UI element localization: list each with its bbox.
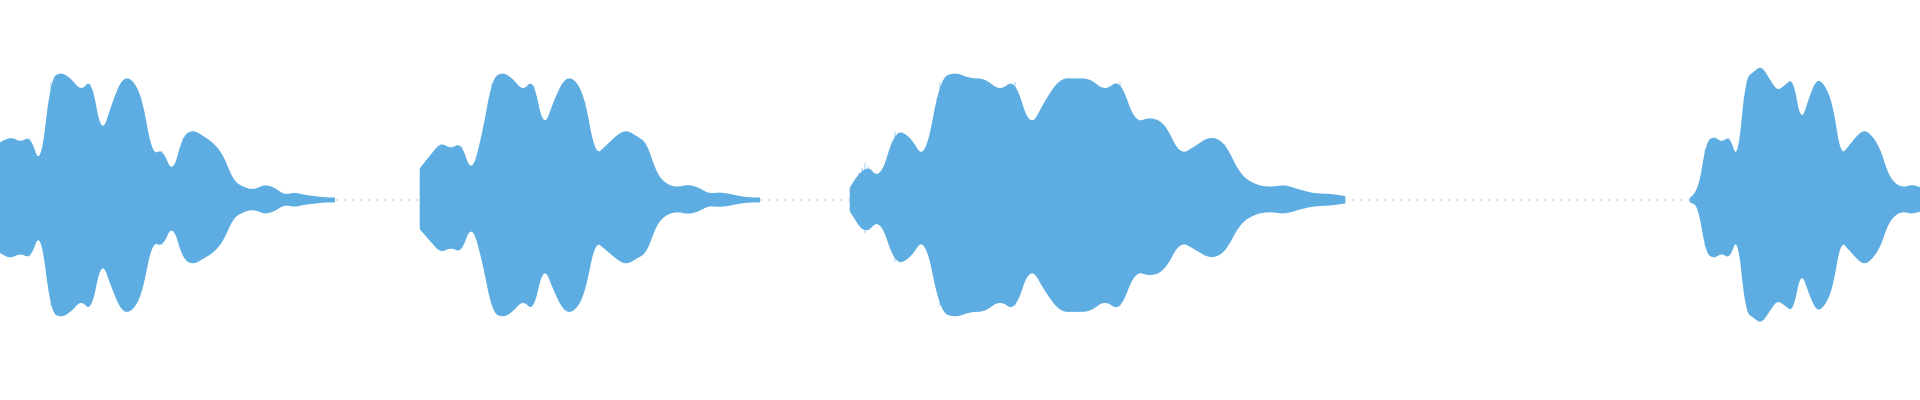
waveform-burst-3 (850, 73, 1345, 317)
waveform-bursts (0, 67, 1920, 322)
waveform-burst-2 (420, 73, 760, 317)
